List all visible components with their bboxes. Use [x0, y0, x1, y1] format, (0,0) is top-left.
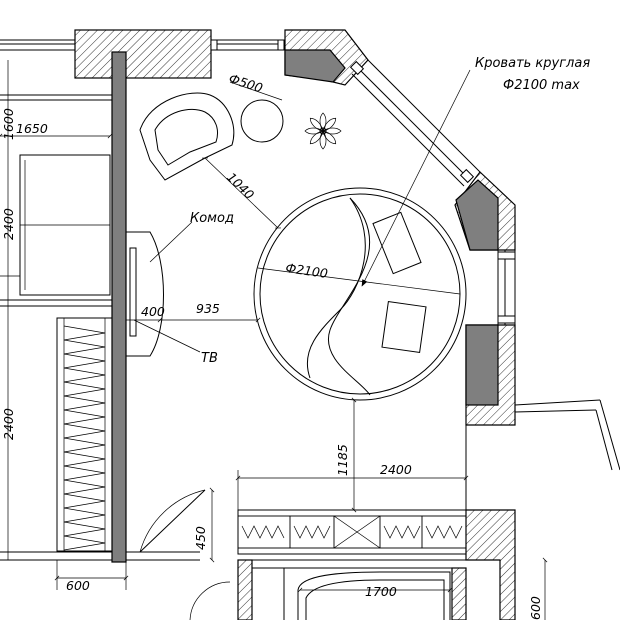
- bed-to-wardrobe-dim: 1185: [335, 444, 350, 476]
- armchair: [139, 92, 235, 181]
- bay-window: [349, 59, 481, 187]
- bath-length-dim: 1700: [365, 584, 397, 599]
- dresser-leader: [149, 221, 193, 263]
- tv-label: ТВ: [201, 351, 218, 366]
- bottom-left-walls: [0, 551, 200, 561]
- corner-pier-right: [454, 171, 516, 251]
- balcony: [514, 399, 620, 471]
- bed-leader-line: [361, 69, 471, 287]
- table-diameter-label: Ф500: [227, 71, 265, 96]
- bed-label-line2: Ф2100 max: [503, 78, 580, 93]
- bottom-wardrobe: [237, 509, 467, 555]
- plant-icon: [304, 112, 342, 150]
- bottom-right-wall: [465, 509, 516, 620]
- right-bottom-dim: 600: [528, 596, 543, 620]
- right-column: [465, 324, 499, 406]
- tv-panel: [129, 247, 137, 337]
- left-vertical-bottom-dim: 2400: [1, 408, 16, 440]
- left-vertical-mid-dim: 2400: [1, 208, 16, 240]
- left-wardrobe: [56, 317, 113, 552]
- tv-leader: [133, 319, 201, 353]
- right-wall-window: [465, 250, 516, 426]
- top-wall: [0, 29, 285, 79]
- wardrobe-length-dim: 2400: [380, 462, 412, 477]
- top-wall-block: [74, 29, 212, 79]
- round-table: [229, 81, 284, 143]
- corner-pier-top: [284, 29, 369, 86]
- pillow-top: [372, 211, 422, 275]
- bed-label-line1: Кровать круглая: [475, 56, 590, 71]
- partition-column: [111, 51, 127, 563]
- partition-wall: [111, 51, 127, 563]
- bed-blanket-fold: [306, 197, 366, 379]
- bed-diameter-label: Ф2100: [285, 260, 329, 281]
- door-width-dim: 450: [193, 526, 208, 550]
- door: [139, 487, 215, 563]
- corner-column-top: [284, 49, 346, 83]
- dresser-label: Комод: [190, 211, 234, 226]
- lower-door-arc: [189, 581, 231, 620]
- corner-column-right: [455, 179, 499, 251]
- dresser-to-bed-dim: 935: [196, 301, 220, 316]
- pillow-bottom: [381, 301, 427, 353]
- left-vertical-top-dim: 1600: [1, 108, 16, 140]
- round-bed: [253, 187, 467, 401]
- left-room-width-dim: 1650: [16, 121, 48, 136]
- armchair-to-bed-dim: 1040: [224, 169, 257, 202]
- dresser: [125, 231, 164, 357]
- left-room: [0, 94, 112, 307]
- bottom-walls: [237, 559, 467, 620]
- partition-offset-dim: 600: [66, 578, 90, 593]
- dresser-depth-dim: 400: [141, 304, 165, 319]
